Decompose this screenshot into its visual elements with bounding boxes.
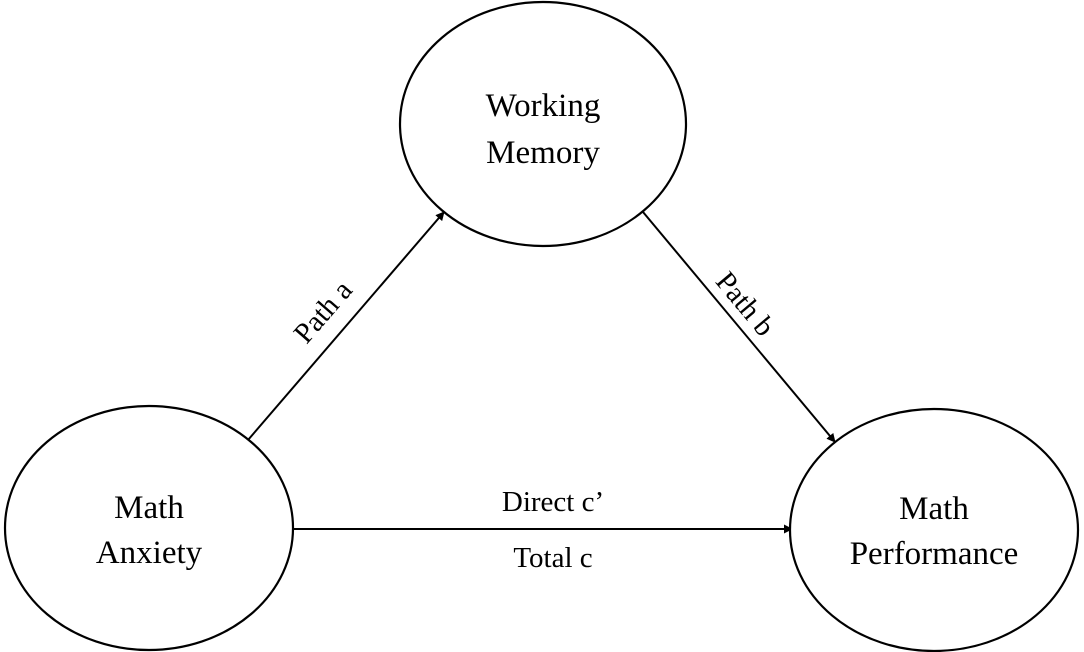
working-memory-ellipse bbox=[398, 0, 688, 248]
math-anxiety-label-line2: Anxiety bbox=[96, 535, 203, 571]
path-a-label: Path a bbox=[288, 274, 359, 349]
path-a-arrow bbox=[247, 211, 445, 441]
math-performance-node: Math Performance bbox=[788, 407, 1080, 652]
math-performance-label-line2: Performance bbox=[850, 536, 1019, 572]
direct-c-prime-label: Direct c’ bbox=[502, 486, 604, 518]
math-performance-ellipse bbox=[788, 407, 1080, 652]
math-performance-label-line1: Math bbox=[899, 491, 969, 527]
working-memory-label-line2: Memory bbox=[486, 135, 600, 171]
working-memory-node: Working Memory bbox=[398, 0, 688, 248]
math-anxiety-node: Math Anxiety bbox=[3, 404, 295, 652]
total-c-label: Total c bbox=[513, 542, 592, 574]
math-anxiety-ellipse bbox=[3, 404, 295, 652]
working-memory-label-line1: Working bbox=[486, 88, 601, 124]
math-anxiety-label-line1: Math bbox=[114, 490, 184, 526]
path-b-arrow bbox=[642, 211, 836, 443]
